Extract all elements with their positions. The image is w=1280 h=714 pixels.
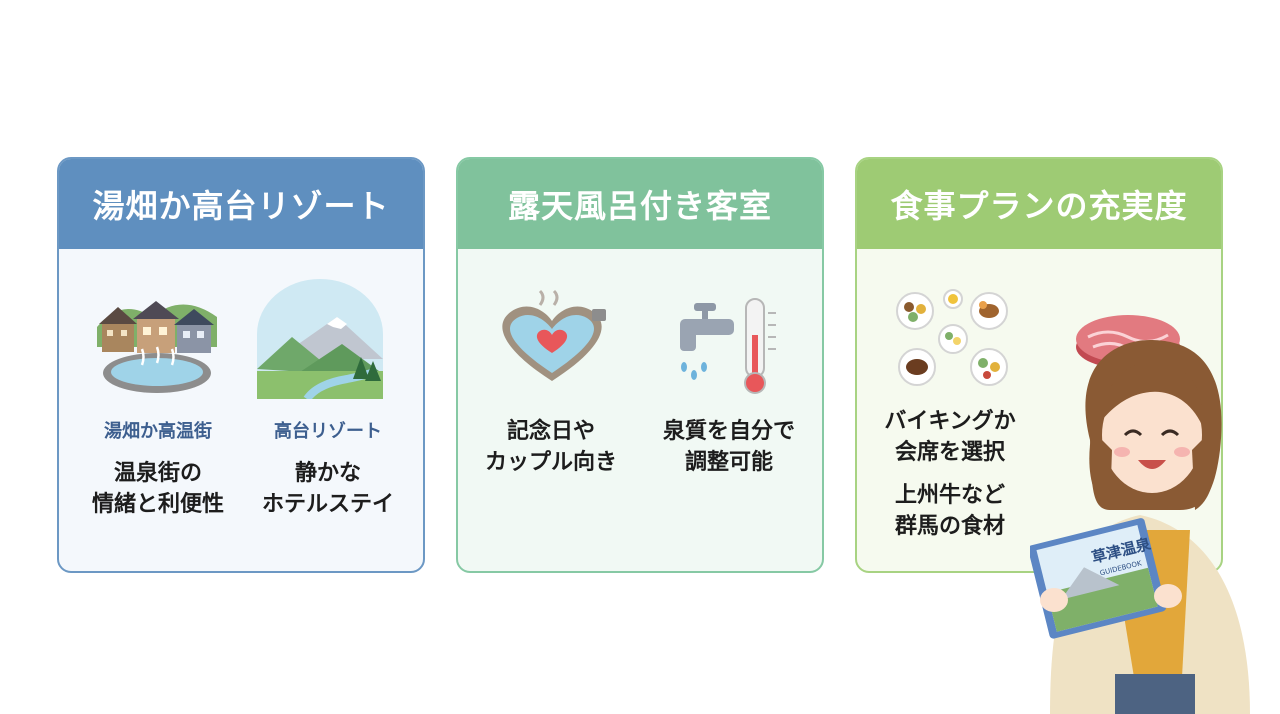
heart-bath-icon: [502, 289, 606, 381]
card-title: 露天風呂付き客室: [458, 159, 822, 249]
item-desc-line1: 静かな: [294, 461, 361, 486]
mountain-landscape-icon: [257, 279, 383, 399]
buffet-plates-icon: [896, 289, 1008, 386]
item-desc-line1: 泉質を自分で: [662, 419, 795, 444]
onsen-town-icon: [97, 301, 217, 393]
item-sublabel: 高台リゾート: [274, 421, 382, 442]
item-desc-line1: バイキングか: [884, 409, 1016, 434]
item-desc-line2: 調整可能: [684, 449, 773, 475]
card-open-air-bath-room: 露天風呂付き客室 記念日や カップル向き 泉質を自分で 調整可能: [456, 157, 824, 573]
item-desc-line1: 上州牛など: [894, 483, 1005, 508]
item-sublabel: 湯畑か高温街: [104, 421, 212, 442]
card-title: 湯畑か高台リゾート: [59, 159, 423, 249]
item-desc-line2: 群馬の食材: [894, 513, 1005, 539]
item-desc-line1: 温泉街の: [113, 461, 202, 486]
card-title: 食事プランの充実度: [857, 159, 1221, 249]
item-desc-line2: 会席を選択: [894, 439, 1005, 465]
item-desc-line2: 情緒と利便性: [91, 491, 224, 517]
item-desc-line2: ホテルステイ: [261, 491, 394, 517]
item-desc-line1: 記念日や: [506, 419, 595, 444]
girl-with-guidebook-illustration: 草津温泉 GUIDEBOOK: [1030, 340, 1250, 714]
item-desc-line2: カップル向き: [484, 449, 617, 475]
faucet-thermometer-icon: [680, 298, 776, 394]
card-hot-spring-location: 湯畑か高台リゾート 湯畑か高温街 高台リゾート 温泉街の 情: [57, 157, 425, 573]
